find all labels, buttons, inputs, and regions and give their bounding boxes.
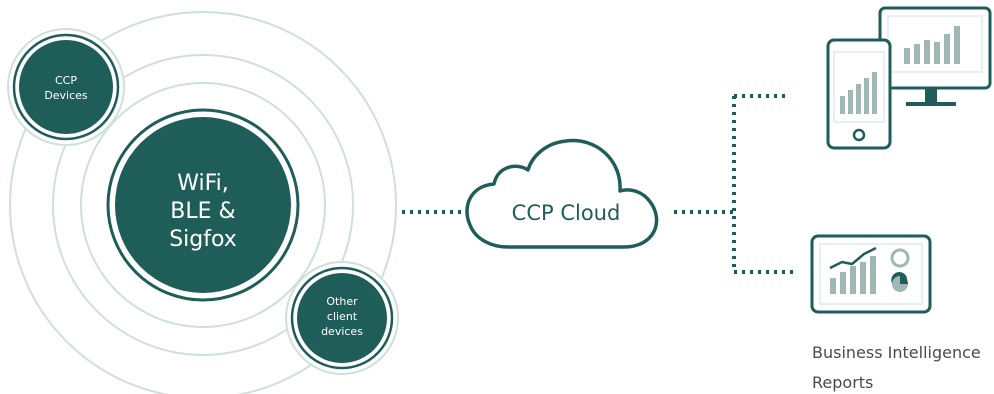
cloud-icon: CCP Cloud: [465, 138, 659, 249]
ring-middle: [52, 54, 354, 356]
connector-cloud-to-outputs: [674, 94, 798, 274]
ccp-devices-line-1: CCP: [55, 74, 77, 87]
ring-inner: [80, 82, 326, 328]
other-client-devices-node: Other client devices: [285, 261, 399, 375]
other-devices-line-2: client: [327, 310, 358, 323]
hub-center-line-3: Sigfox: [169, 227, 237, 252]
hub-center: WiFi, BLE & Sigfox: [106, 108, 300, 302]
bi-reports-label-line-2: Reports: [812, 373, 874, 392]
cloud-label: CCP Cloud: [512, 201, 621, 225]
bi-reports-label-line-1: Business Intelligence: [812, 343, 981, 362]
ccp-devices-node: CCP Devices: [7, 28, 125, 146]
hub-center-line-2: BLE &: [170, 199, 235, 224]
ring-outer: [9, 11, 397, 394]
ccp-devices-line-2: Devices: [44, 89, 88, 102]
other-devices-line-1: Other: [326, 295, 358, 308]
other-devices-line-3: devices: [321, 325, 363, 338]
hub-rings: [9, 11, 397, 394]
hub-center-line-1: WiFi,: [177, 171, 229, 196]
phone-and-monitor-chart-icon: [826, 6, 992, 150]
bi-reports-label: Business Intelligence Reports: [812, 338, 992, 394]
bi-dashboard-icon: [810, 234, 932, 314]
